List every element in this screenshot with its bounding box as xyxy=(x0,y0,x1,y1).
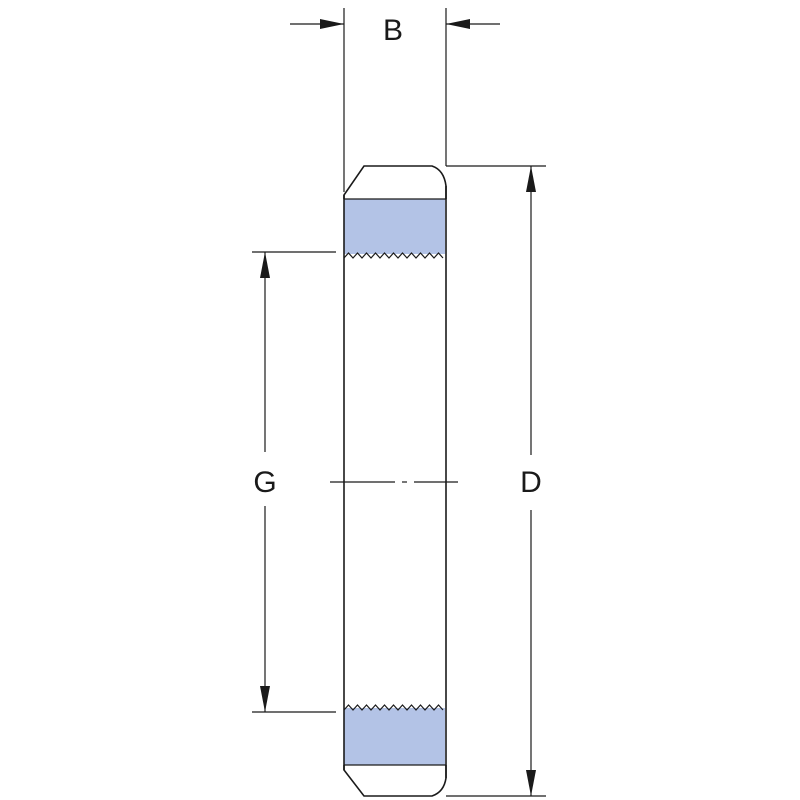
cross-section-bottom xyxy=(344,708,445,765)
dimension-b: B xyxy=(290,8,500,192)
dimension-d: D xyxy=(446,165,546,797)
thread-bottom xyxy=(343,704,444,711)
part-outline xyxy=(343,165,447,797)
dimension-label-b: B xyxy=(383,14,403,47)
thread-top xyxy=(343,252,444,259)
dimension-g: G xyxy=(252,251,336,713)
dimension-label-g: G xyxy=(253,466,276,499)
dimension-label-d: D xyxy=(520,466,542,499)
cross-section-top xyxy=(344,199,445,254)
